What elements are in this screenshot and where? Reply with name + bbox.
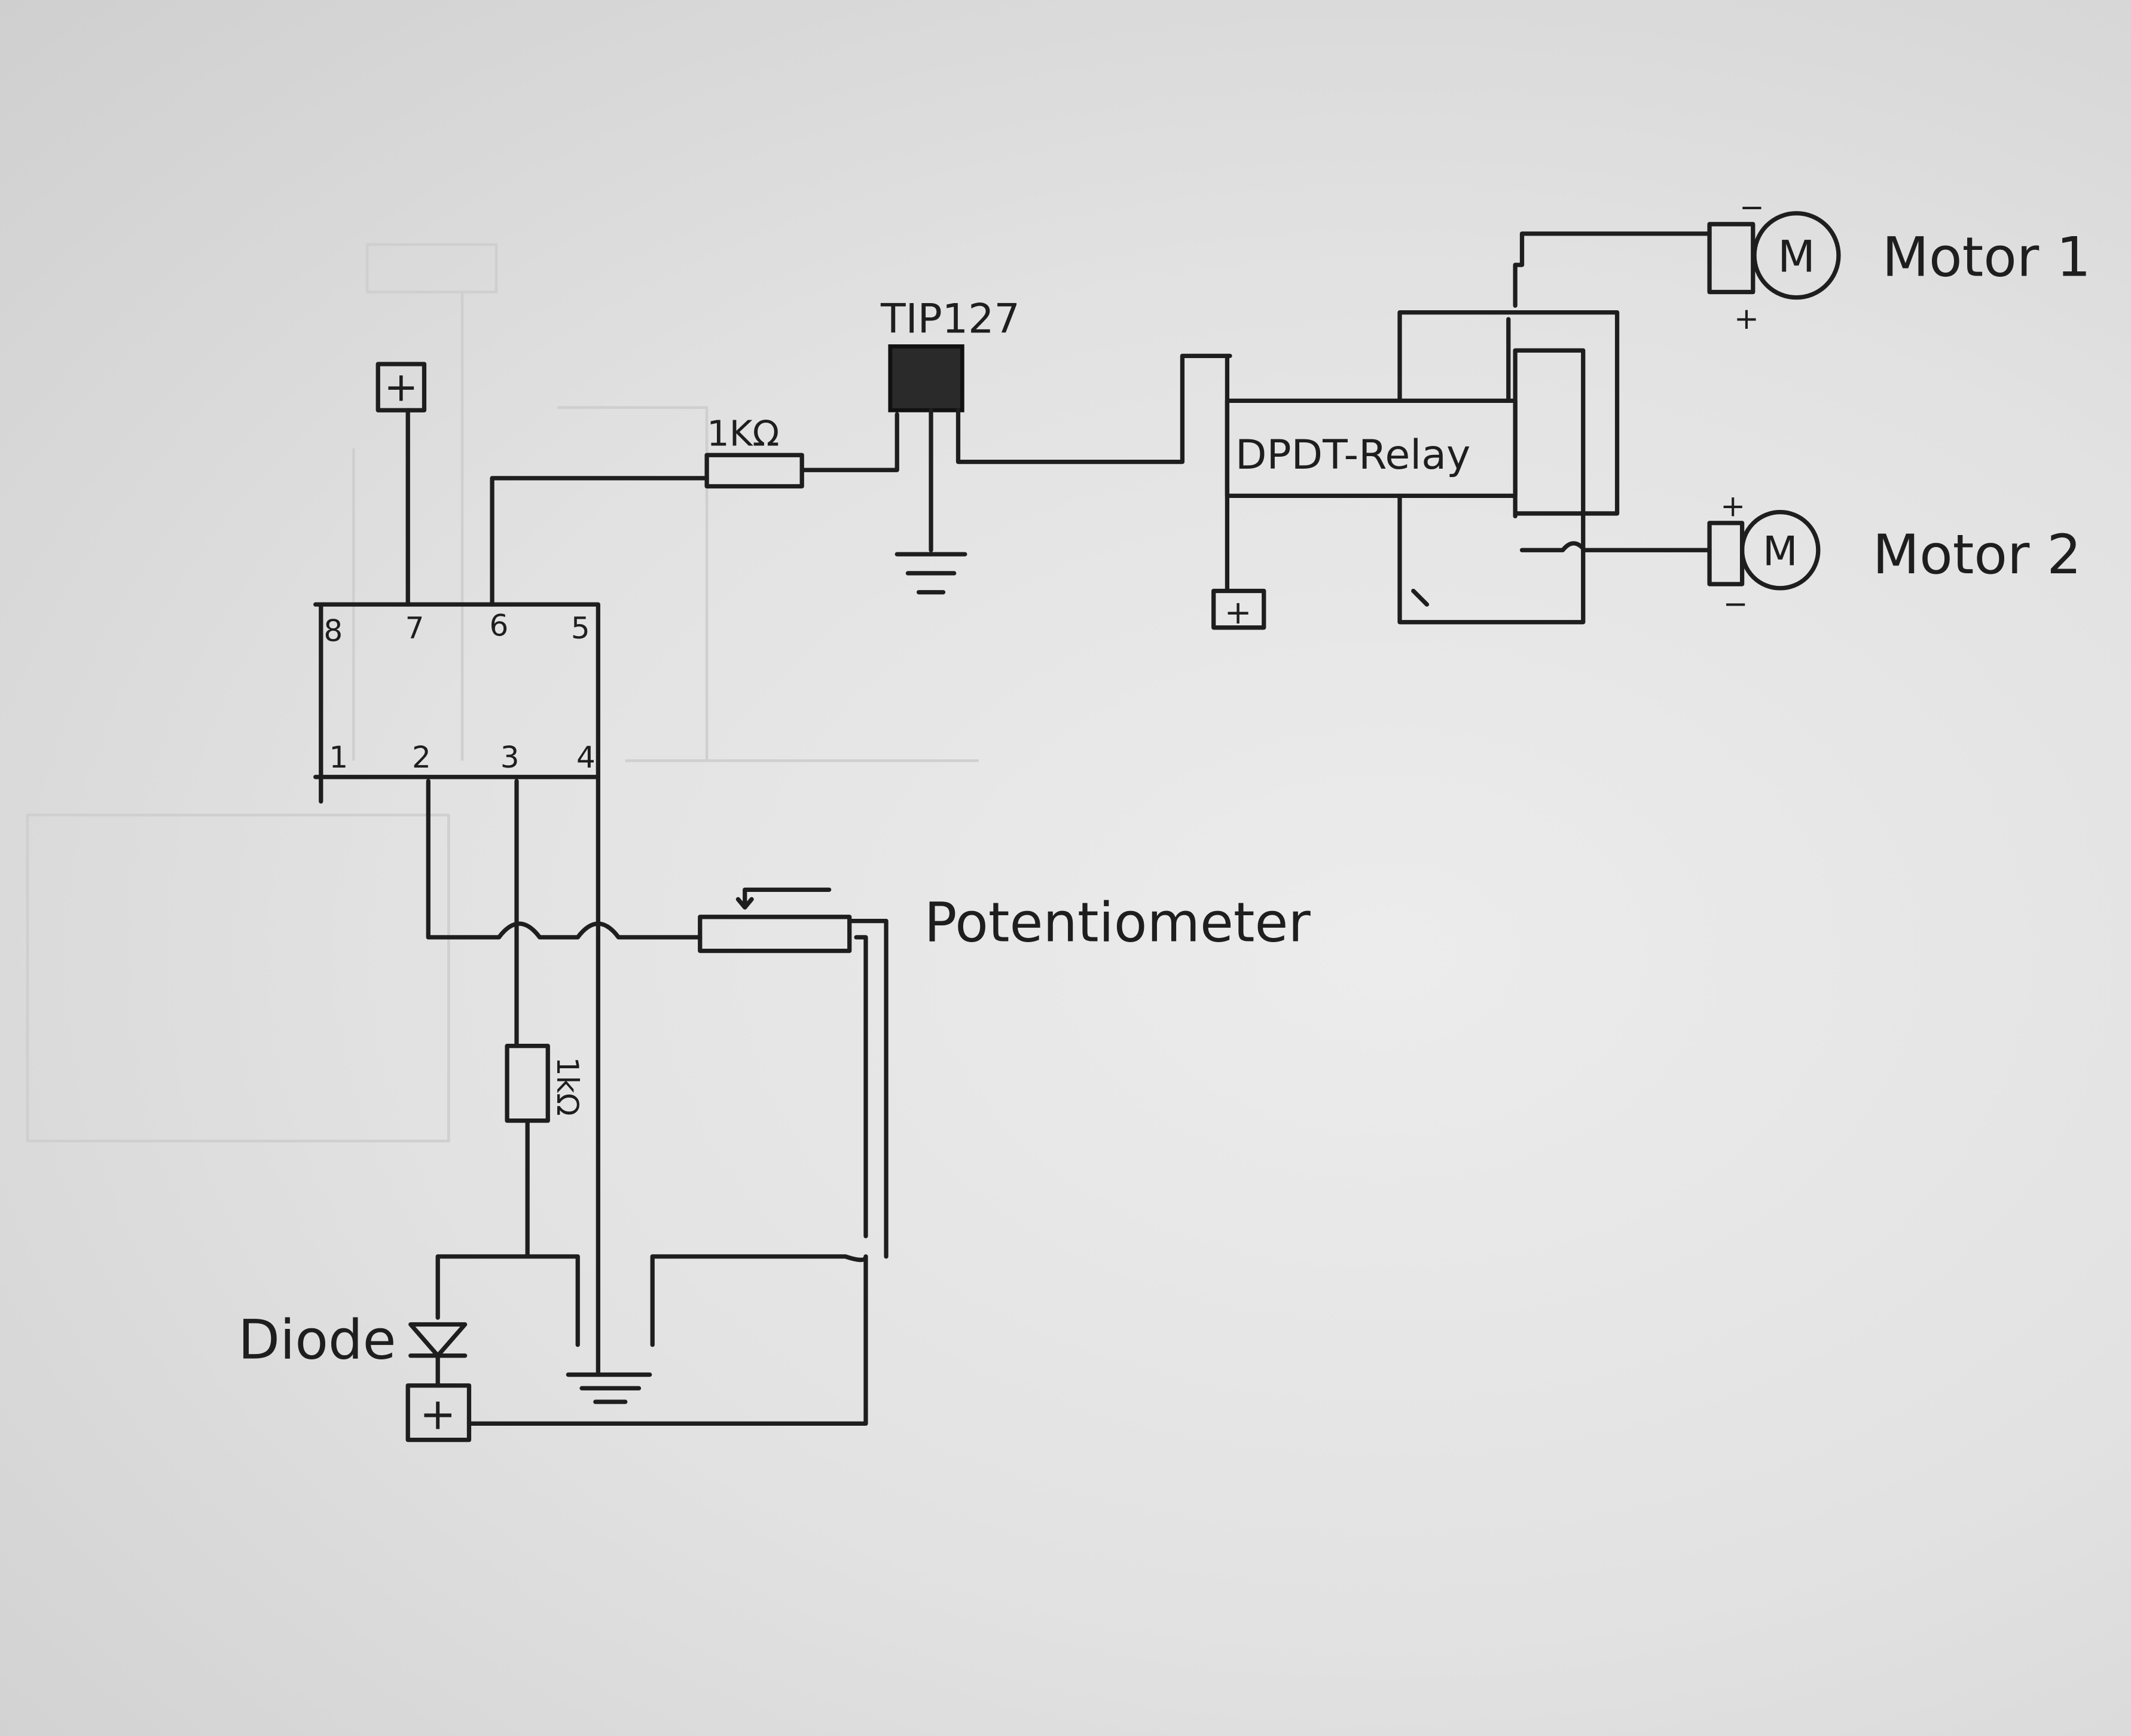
dpdt-relay: DPDT-Relay xyxy=(1225,353,1518,594)
label-text: + xyxy=(1225,593,1252,631)
resistor-1k: 1KΩ xyxy=(704,412,804,489)
label-text: + xyxy=(1720,488,1745,523)
potentiometer-label: Potentiometer xyxy=(924,892,1311,955)
relay-motor-wiring xyxy=(1397,231,1712,625)
wire-bottom xyxy=(435,1254,868,1426)
label-text: − xyxy=(1723,586,1748,621)
label-text: + xyxy=(1734,301,1759,336)
ghost-sketch xyxy=(26,243,979,1143)
potentiometer: Potentiometer xyxy=(698,887,1311,1259)
label-text: + xyxy=(420,1389,456,1439)
label-text: − xyxy=(1739,190,1764,225)
pin-8-label: 8 xyxy=(323,614,343,649)
supply-plus-top: + xyxy=(375,362,427,412)
pin-2-label: 2 xyxy=(412,740,431,775)
ic-chip: 8 7 6 5 1 2 3 4 xyxy=(313,602,600,804)
pin-4-label: 4 xyxy=(576,740,596,775)
wire-pin3 xyxy=(514,778,530,1259)
motor-1-label: Motor 1 xyxy=(1882,226,2091,289)
motor-1: M − + Motor 1 xyxy=(1707,190,2091,336)
motor-2: M + − Motor 2 xyxy=(1707,488,2081,621)
diode: Diode xyxy=(238,1309,468,1388)
ground-symbol-bottom xyxy=(566,1372,652,1404)
label-text: M xyxy=(1778,232,1815,282)
label-text: + xyxy=(384,363,418,411)
wire-pin2-pot xyxy=(426,778,703,940)
motor-2-label: Motor 2 xyxy=(1873,524,2081,586)
pin-1-label: 1 xyxy=(329,740,348,775)
pin-5-label: 5 xyxy=(571,611,590,646)
label-text: TIP127 xyxy=(880,296,1020,343)
label-text: 1kΩ xyxy=(550,1057,585,1116)
pin-6-label: 6 xyxy=(490,608,509,643)
label-text: DPDT-Relay xyxy=(1235,432,1470,479)
supply-plus-relay: + xyxy=(1211,588,1266,631)
label-text: M xyxy=(1763,528,1798,575)
label-text: 1KΩ xyxy=(707,412,779,454)
resistor-1k-vertical: 1kΩ xyxy=(505,1044,585,1123)
supply-plus-bottom: + xyxy=(405,1383,472,1442)
diode-label: Diode xyxy=(238,1309,396,1371)
transistor-tip127: TIP127 xyxy=(880,296,1232,552)
pin-7-label: 7 xyxy=(405,611,425,646)
pin-3-label: 3 xyxy=(500,740,520,775)
ground-symbol-transistor xyxy=(894,552,967,595)
wire-pin6-resistor xyxy=(490,412,899,607)
